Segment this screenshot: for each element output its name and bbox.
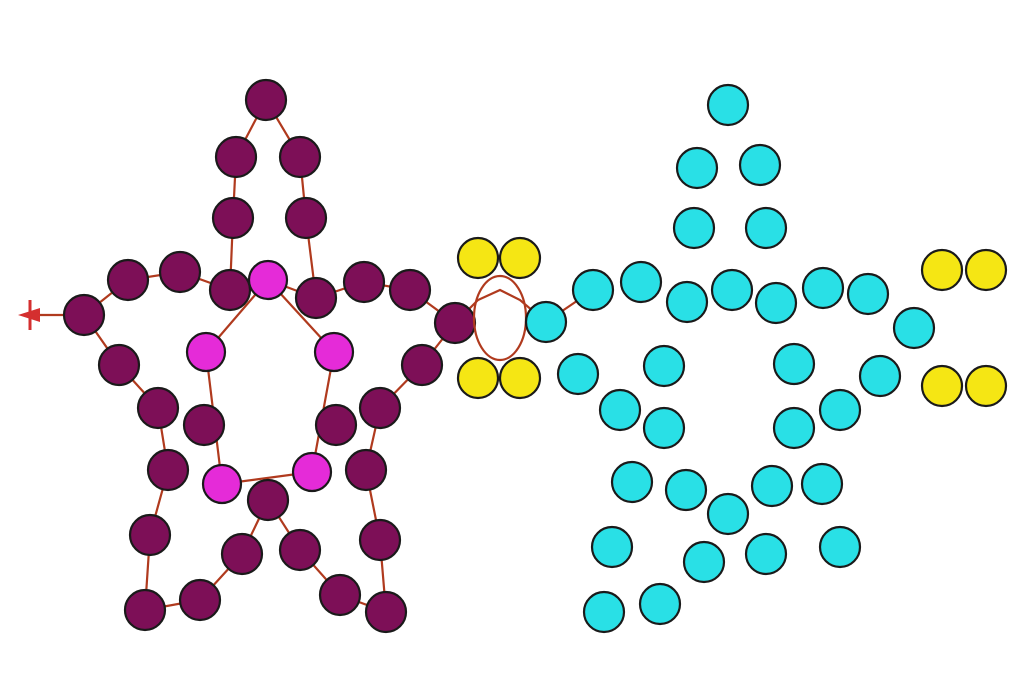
cyan-bead xyxy=(644,408,684,448)
cyan-bead xyxy=(802,464,842,504)
cyan-bead xyxy=(677,148,717,188)
dark-bead xyxy=(316,405,356,445)
cyan-bead xyxy=(820,390,860,430)
cyan-bead xyxy=(667,282,707,322)
yellow-bead xyxy=(500,358,540,398)
needle-icon xyxy=(18,300,40,330)
yellow-bead xyxy=(458,358,498,398)
cyan-bead xyxy=(644,346,684,386)
cyan-bead xyxy=(684,542,724,582)
dark-bead xyxy=(160,252,200,292)
cyan-bead xyxy=(746,534,786,574)
cyan-bead xyxy=(752,466,792,506)
pink-bead xyxy=(187,333,225,371)
cyan-bead xyxy=(573,270,613,310)
dark-bead xyxy=(64,295,104,335)
pink-bead xyxy=(293,453,331,491)
cyan-bead xyxy=(894,308,934,348)
thread-loop xyxy=(474,276,526,360)
left-star-beads xyxy=(64,80,475,632)
cyan-bead xyxy=(666,470,706,510)
cyan-bead xyxy=(612,462,652,502)
dark-bead xyxy=(320,575,360,615)
cyan-bead xyxy=(558,354,598,394)
cyan-bead xyxy=(712,270,752,310)
cyan-bead xyxy=(708,85,748,125)
yellow-bead xyxy=(922,366,962,406)
cyan-bead xyxy=(756,283,796,323)
yellow-bead xyxy=(458,238,498,278)
dark-bead xyxy=(184,405,224,445)
dark-bead xyxy=(246,80,286,120)
dark-bead xyxy=(360,520,400,560)
cyan-bead xyxy=(584,592,624,632)
dark-bead xyxy=(366,592,406,632)
dark-bead xyxy=(296,278,336,318)
yellow-bead xyxy=(500,238,540,278)
dark-bead xyxy=(280,137,320,177)
cyan-bead xyxy=(640,584,680,624)
cyan-bead xyxy=(860,356,900,396)
cyan-bead xyxy=(774,344,814,384)
dark-bead xyxy=(346,450,386,490)
cyan-bead xyxy=(803,268,843,308)
cyan-bead xyxy=(740,145,780,185)
dark-bead xyxy=(360,388,400,428)
right-star-beads xyxy=(526,85,934,632)
dark-bead xyxy=(435,303,475,343)
dark-bead xyxy=(213,198,253,238)
dark-bead xyxy=(344,262,384,302)
dark-bead xyxy=(148,450,188,490)
dark-bead xyxy=(216,137,256,177)
dark-bead xyxy=(138,388,178,428)
dark-bead xyxy=(125,590,165,630)
dark-bead xyxy=(286,198,326,238)
dark-bead xyxy=(248,480,288,520)
pink-bead xyxy=(315,333,353,371)
dark-bead xyxy=(130,515,170,555)
cyan-bead xyxy=(774,408,814,448)
pink-bead xyxy=(249,261,287,299)
yellow-bead xyxy=(922,250,962,290)
thread-outline xyxy=(84,315,455,612)
dark-bead xyxy=(390,270,430,310)
dark-bead xyxy=(280,530,320,570)
cyan-bead xyxy=(820,527,860,567)
dark-bead xyxy=(108,260,148,300)
dark-bead xyxy=(180,580,220,620)
cyan-bead xyxy=(621,262,661,302)
cyan-bead xyxy=(674,208,714,248)
cyan-bead xyxy=(708,494,748,534)
dark-bead xyxy=(210,270,250,310)
dark-bead xyxy=(99,345,139,385)
cyan-bead xyxy=(600,390,640,430)
cyan-bead xyxy=(848,274,888,314)
dark-bead xyxy=(402,345,442,385)
cyan-bead xyxy=(746,208,786,248)
cyan-bead xyxy=(526,302,566,342)
yellow-bead xyxy=(966,250,1006,290)
cyan-bead xyxy=(592,527,632,567)
dark-bead xyxy=(222,534,262,574)
pink-bead xyxy=(203,465,241,503)
yellow-bead xyxy=(966,366,1006,406)
